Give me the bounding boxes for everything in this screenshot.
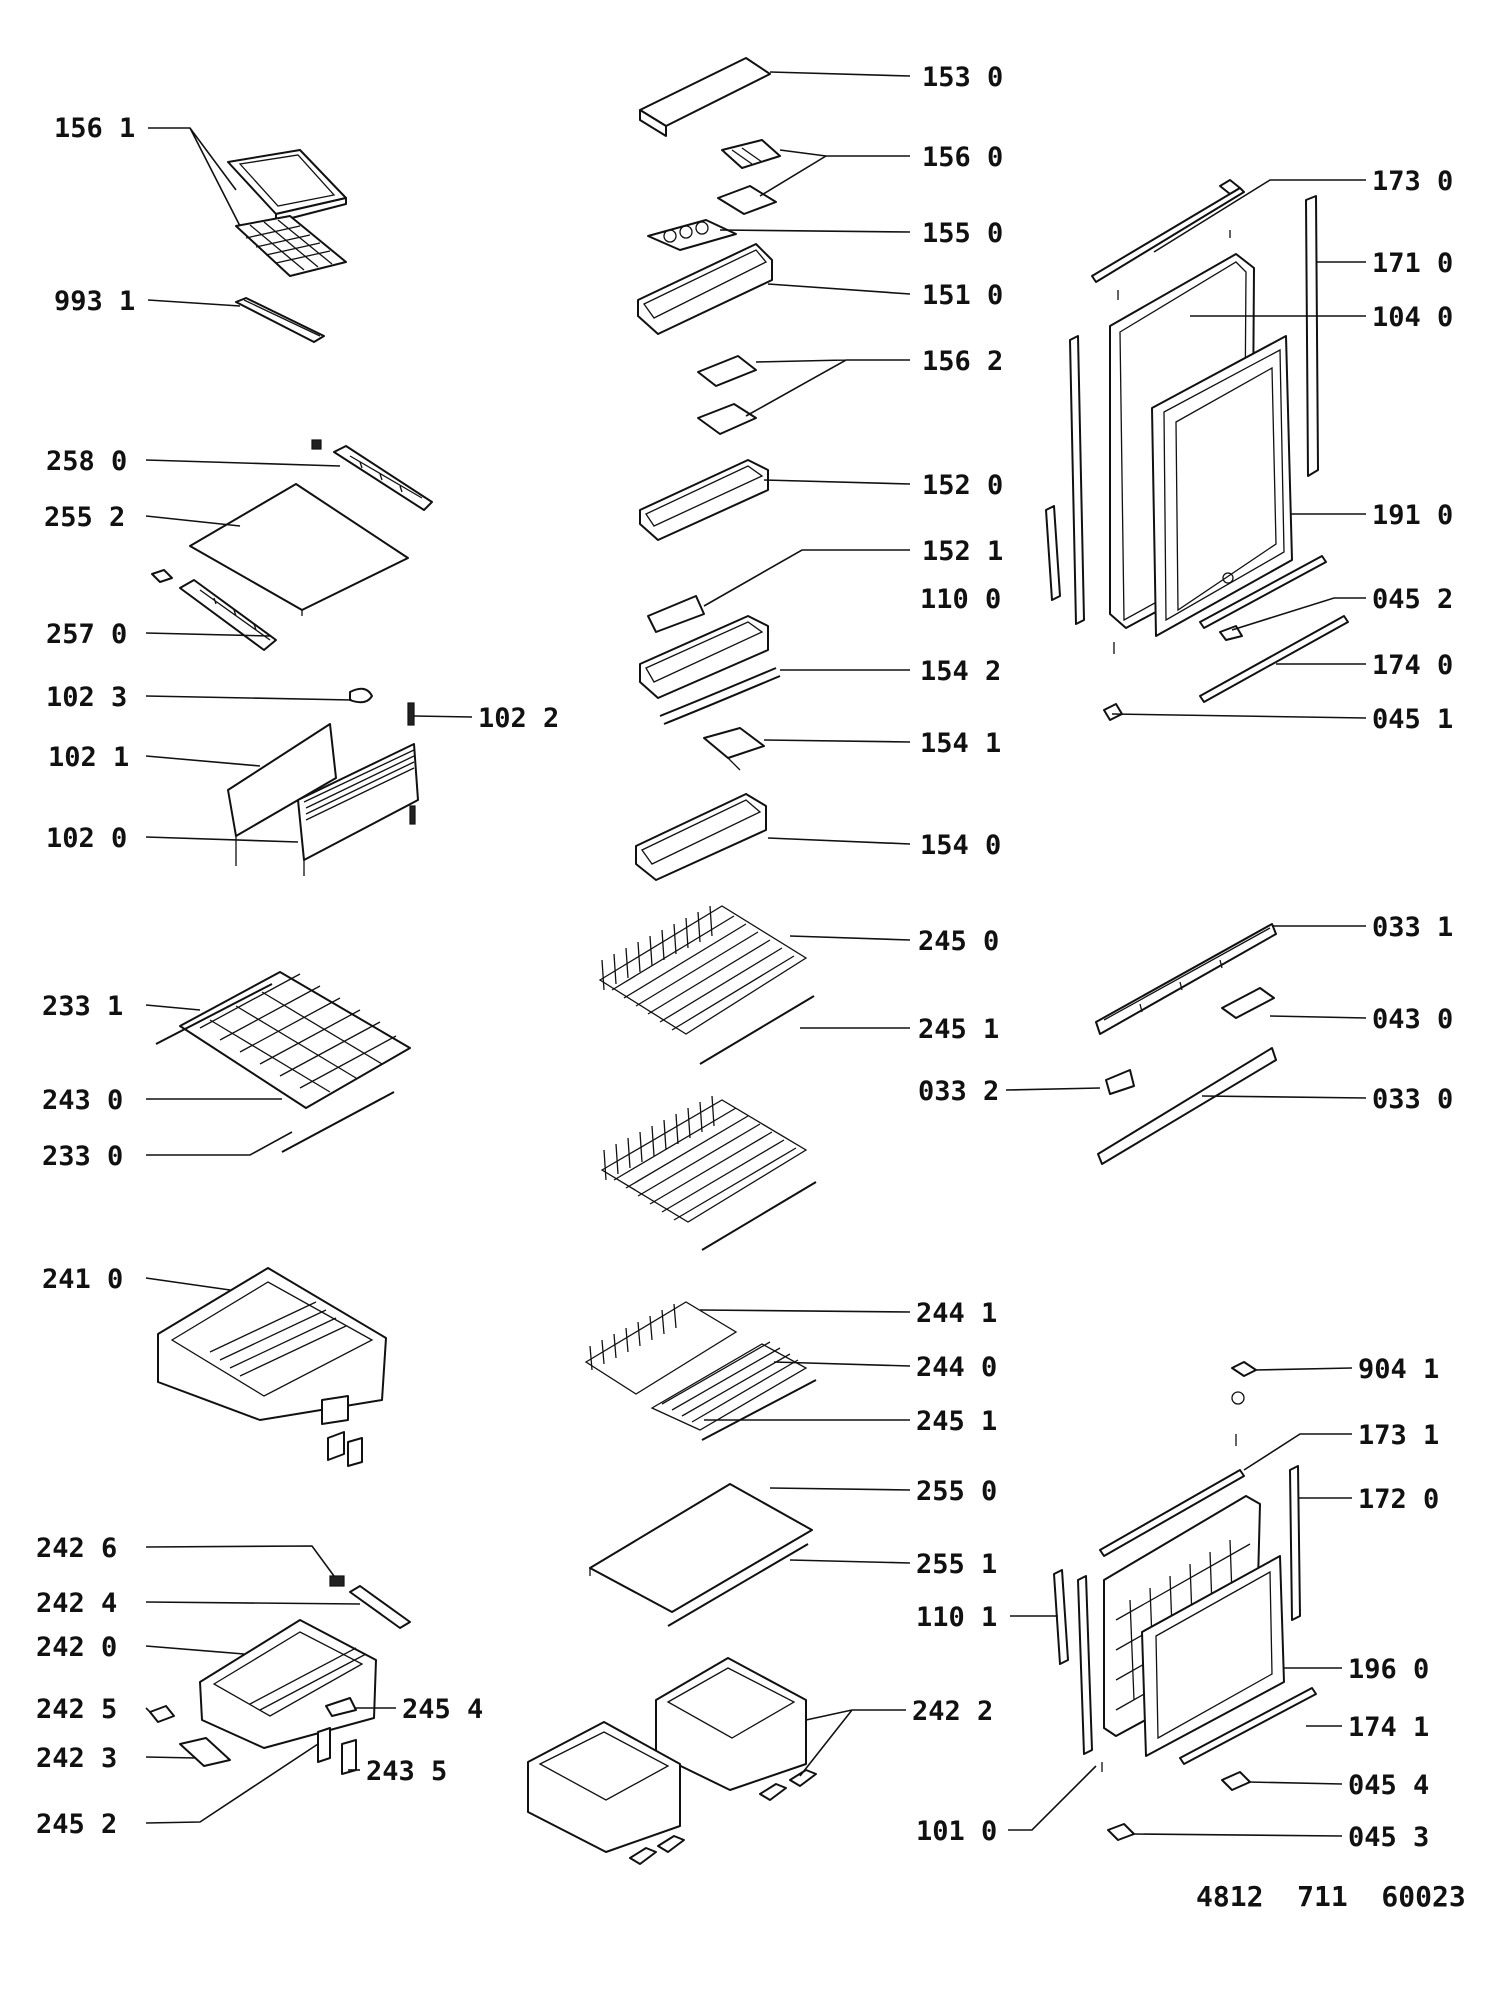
label-242-2: 242 2 [912,1696,993,1727]
vegetable-drawer-left-part [149,1575,411,1775]
label-172-0: 172 0 [1358,1484,1439,1515]
fridge-door-assembly [1045,179,1349,721]
label-154-0: 154 0 [920,830,1001,861]
label-045-4: 045 4 [1348,1770,1429,1801]
door-bin-medium-part [639,459,769,541]
label-243-5: 243 5 [366,1756,447,1787]
glass-shelf-lower-part [589,1483,813,1627]
label-102-1: 102 1 [48,742,129,773]
shelf-rear-trim-part [151,569,277,651]
door-bin-large-part [637,243,773,335]
label-993-1: 993 1 [54,286,135,317]
label-245-2: 245 2 [36,1809,117,1840]
label-045-2: 045 2 [1372,584,1453,615]
bottle-retainer-part [703,727,765,771]
shelf-front-trim-part [311,439,433,511]
label-156-0: 156 0 [922,142,1003,173]
label-245-1-upper: 245 1 [918,1014,999,1045]
label-102-0: 102 0 [46,823,127,854]
label-233-1: 233 1 [42,991,123,1022]
label-242-3: 242 3 [36,1743,117,1774]
door-bin-bottle-part [639,615,781,725]
label-102-2: 102 2 [478,703,559,734]
ice-tray-cover-part [227,149,347,223]
label-104-0: 104 0 [1372,302,1453,333]
label-173-0: 173 0 [1372,166,1453,197]
label-045-1: 045 1 [1372,704,1453,735]
label-173-1: 173 1 [1358,1420,1439,1451]
drawing-reference-number: 4812 711 60023 [1196,1880,1466,1913]
crisper-drawer-left-part [527,1721,685,1865]
label-243-0: 243 0 [42,1085,123,1116]
label-045-3: 045 3 [1348,1822,1429,1853]
label-245-0: 245 0 [918,926,999,957]
label-155-0: 155 0 [922,218,1003,249]
label-904-1: 904 1 [1358,1354,1439,1385]
label-242-0: 242 0 [36,1632,117,1663]
label-242-6: 242 6 [36,1533,117,1564]
label-174-0: 174 0 [1372,650,1453,681]
label-174-1: 174 1 [1348,1712,1429,1743]
label-154-1: 154 1 [920,728,1001,759]
freezer-door-assembly [1053,1361,1317,1841]
freezer-basket-part [155,971,411,1153]
label-154-2: 154 2 [920,656,1001,687]
label-255-2: 255 2 [44,502,125,533]
wire-shelf-upper-part [598,905,815,1065]
label-110-1: 110 1 [916,1602,997,1633]
label-196-0: 196 0 [1348,1654,1429,1685]
label-033-1: 033 1 [1372,912,1453,943]
label-043-0: 043 0 [1372,1004,1453,1035]
door-hinge-bracket-part [1095,923,1277,1165]
label-033-2: 033 2 [918,1076,999,1107]
label-233-0: 233 0 [42,1141,123,1172]
label-171-0: 171 0 [1372,248,1453,279]
label-101-0: 101 0 [916,1816,997,1847]
label-242-4: 242 4 [36,1588,117,1619]
label-102-3: 102 3 [46,682,127,713]
label-153-0: 153 0 [922,62,1003,93]
wire-shelf-split-part [584,1301,817,1441]
wire-shelf-middle-part [600,1095,817,1251]
glass-shelf-part [189,483,409,616]
label-156-2: 156 2 [922,346,1003,377]
bottle-holder-part [647,595,705,633]
part-labels: 156 1 993 1 258 0 255 2 257 0 102 3 102 … [36,62,1466,1913]
label-033-0: 033 0 [1372,1084,1453,1115]
leader-lines [145,71,1367,1837]
crisper-cover-assembly [227,687,419,876]
label-257-0: 257 0 [46,619,127,650]
label-244-0: 244 0 [916,1352,997,1383]
egg-tray-part [647,219,737,251]
scraper-part [235,297,325,343]
label-245-4: 245 4 [402,1694,483,1725]
label-152-0: 152 0 [922,470,1003,501]
label-241-0: 241 0 [42,1264,123,1295]
egg-tray-small-part [717,139,781,215]
label-244-1: 244 1 [916,1298,997,1329]
label-151-0: 151 0 [922,280,1003,311]
door-bin-bottom-part [635,793,767,881]
label-152-1: 152 1 [922,536,1003,567]
label-156-1: 156 1 [54,113,135,144]
ice-cube-tray-part [235,215,347,277]
butter-tray-part [697,355,757,435]
crisper-drawer-right-part [655,1657,817,1801]
label-110-0: 110 0 [920,584,1001,615]
label-191-0: 191 0 [1372,500,1453,531]
label-242-5: 242 5 [36,1694,117,1725]
label-255-0: 255 0 [916,1476,997,1507]
label-245-1-lower: 245 1 [916,1406,997,1437]
dairy-compartment-part [639,57,771,137]
label-258-0: 258 0 [46,446,127,477]
freezer-drawer-part [157,1267,387,1467]
label-255-1: 255 1 [916,1549,997,1580]
